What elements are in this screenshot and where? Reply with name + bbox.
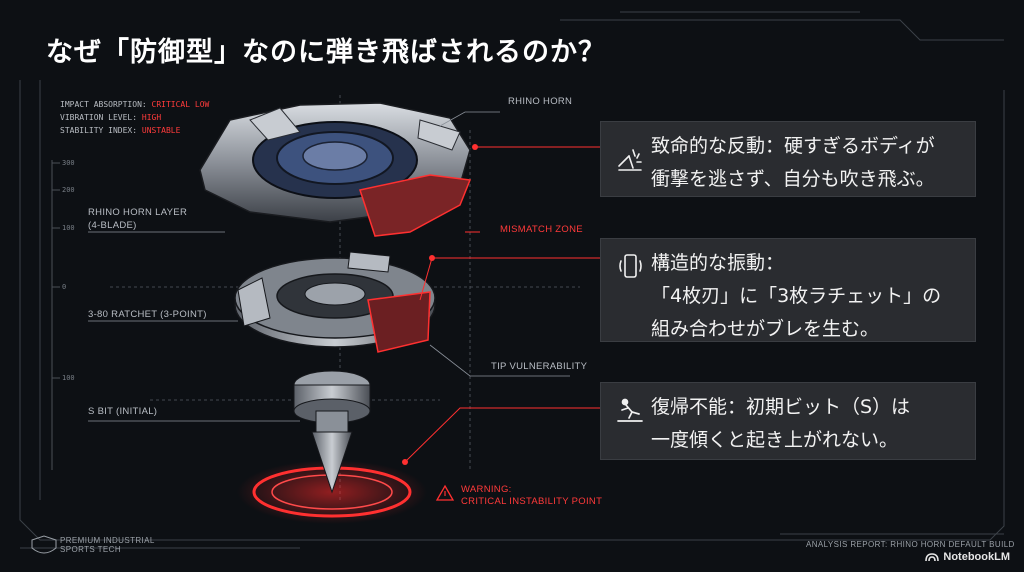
scale-tick: 100	[62, 224, 75, 232]
label-rhino-horn-layer: RHINO HORN LAYER	[88, 207, 188, 218]
brand-watermark: NotebookLM	[925, 551, 1010, 563]
vibration-level-value: HIGH	[141, 113, 162, 122]
company-name: PREMIUM INDUSTRIAL SPORTS TECH	[60, 536, 155, 554]
stability-index-row: STABILITY INDEX: UNSTABLE	[60, 126, 181, 135]
recoil-card: 致命的な反動：硬すぎるボディが 衝撃を逃さず、自分も吹き飛ぶ。	[600, 121, 976, 197]
recovery-card-text: 復帰不能：初期ビット（S）は 一度傾くと起き上がれない。	[651, 396, 911, 451]
falling-person-icon	[617, 398, 643, 422]
scale-tick: 0	[62, 283, 67, 291]
impact-absorption-value: CRITICAL LOW	[151, 100, 210, 109]
vibration-level-row: VIBRATION LEVEL: HIGH	[60, 113, 162, 122]
impact-absorption-row: IMPACT ABSORPTION: CRITICAL LOW	[60, 100, 210, 109]
impact-icon	[618, 149, 642, 171]
vibration-card-text: 構造的な振動： 「4枚刃」に「3枚ラチェット」の 組み合わせがブレを生む。	[651, 252, 942, 340]
report-title: ANALYSIS REPORT: RHINO HORN DEFAULT BUIL…	[806, 540, 1015, 549]
label-warning: WARNING:	[461, 484, 512, 495]
label-mismatch-zone: MISMATCH ZONE	[500, 224, 583, 235]
label-tip-vulnerability: TIP VULNERABILITY	[491, 361, 588, 372]
vibration-card: 構造的な振動： 「4枚刃」に「3枚ラチェット」の 組み合わせがブレを生む。	[600, 238, 976, 342]
scale-tick: 300	[62, 159, 75, 167]
page-title: なぜ「防御型」なのに弾き飛ばされるのか？	[46, 37, 606, 68]
recovery-card: 復帰不能：初期ビット（S）は 一度傾くと起き上がれない。	[600, 382, 976, 460]
label-ratchet: 3-80 RATCHET (3-POINT)	[88, 309, 207, 320]
vibrating-phone-icon	[619, 254, 642, 278]
scale-tick: 100	[62, 374, 75, 382]
label-critical-instability: CRITICAL INSTABILITY POINT	[461, 496, 603, 507]
label-s-bit: S BIT (INITIAL)	[88, 406, 158, 417]
stats-readout: IMPACT ABSORPTION: CRITICAL LOW VIBRATIO…	[60, 98, 209, 137]
scale-tick: 200	[62, 186, 75, 194]
label-rhino-horn-layer-sub: (4-BLADE)	[88, 220, 137, 231]
recoil-card-text: 致命的な反動：硬すぎるボディが 衝撃を逃さず、自分も吹き飛ぶ。	[651, 135, 935, 190]
stability-index-value: UNSTABLE	[141, 126, 181, 135]
label-rhino-horn: RHINO HORN	[508, 96, 573, 107]
notebooklm-logo-icon	[925, 553, 940, 562]
